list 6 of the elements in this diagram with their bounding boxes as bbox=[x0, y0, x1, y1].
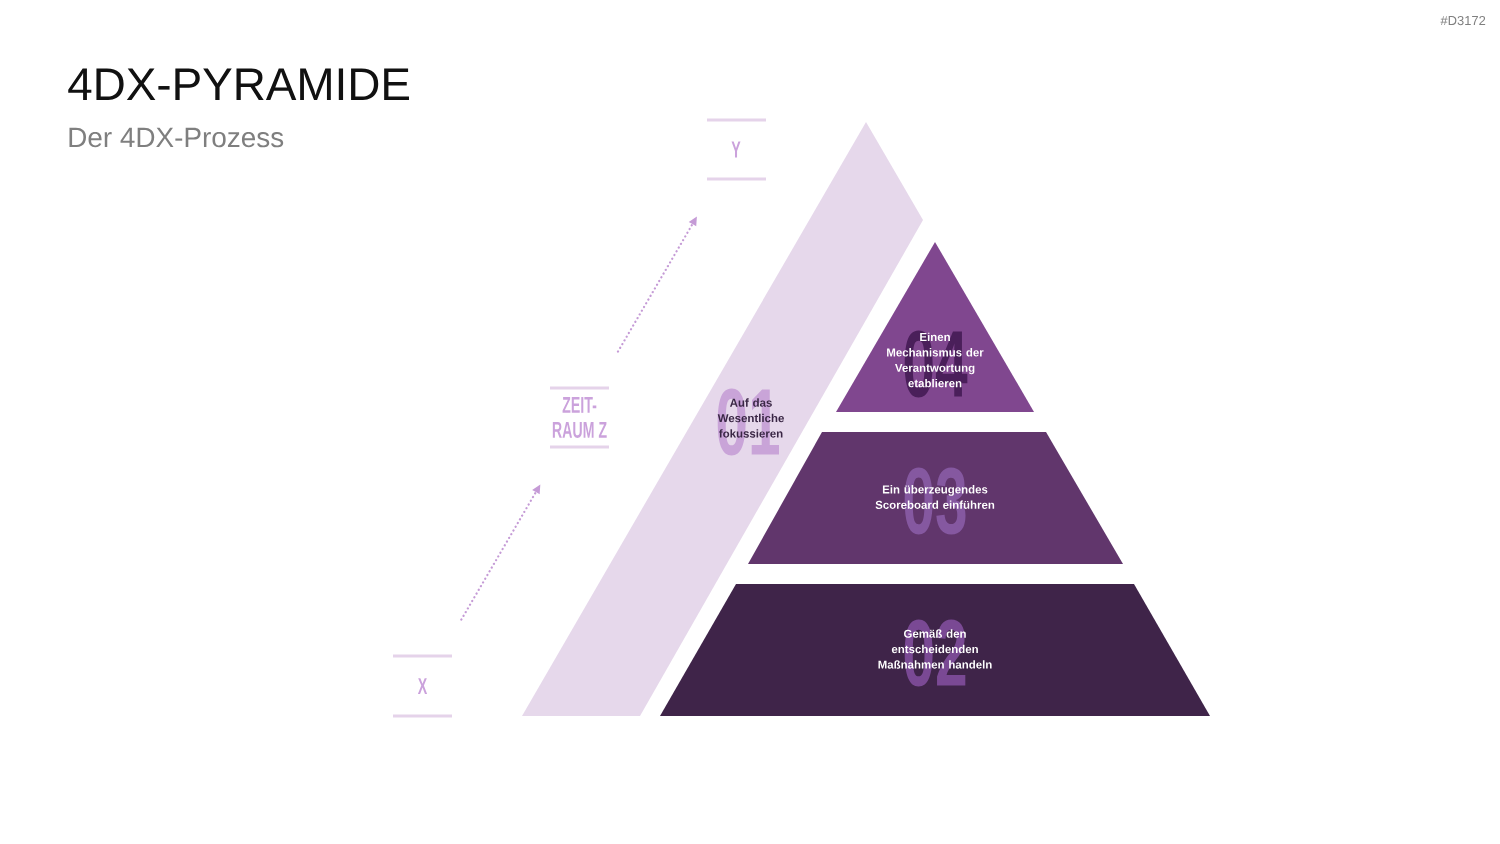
title: 4DX-PYRAMIDE bbox=[68, 68, 409, 100]
bracket-label: ZEIT- RAUM Z bbox=[550, 386, 609, 449]
bracket-label: Y bbox=[707, 118, 766, 181]
code-label: #D3172 bbox=[1440, 15, 1486, 26]
subtitle: Der 4DX-Prozess bbox=[69, 127, 284, 148]
bracket-label: X bbox=[393, 654, 452, 718]
